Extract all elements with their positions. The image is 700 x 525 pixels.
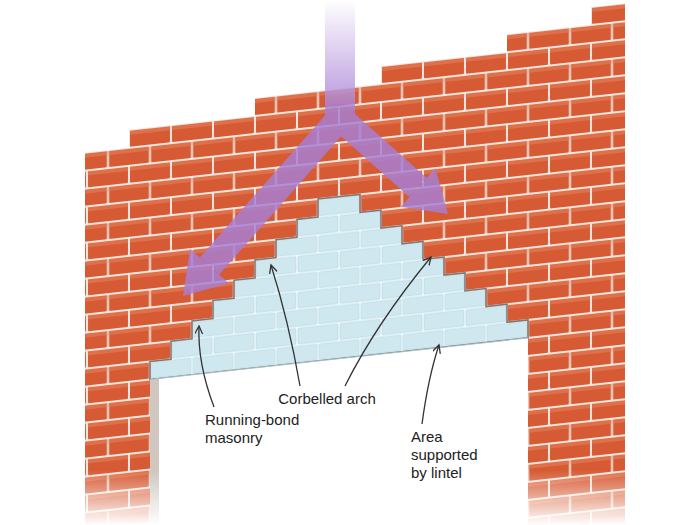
leader-lines xyxy=(199,257,439,424)
callout-label: Running-bond masonry xyxy=(205,411,315,447)
callout-label: Corbelled arch xyxy=(262,390,392,408)
brick-wall xyxy=(85,0,625,525)
callout-label: Area supported by lintel xyxy=(411,428,491,482)
load-arrows xyxy=(183,0,448,296)
